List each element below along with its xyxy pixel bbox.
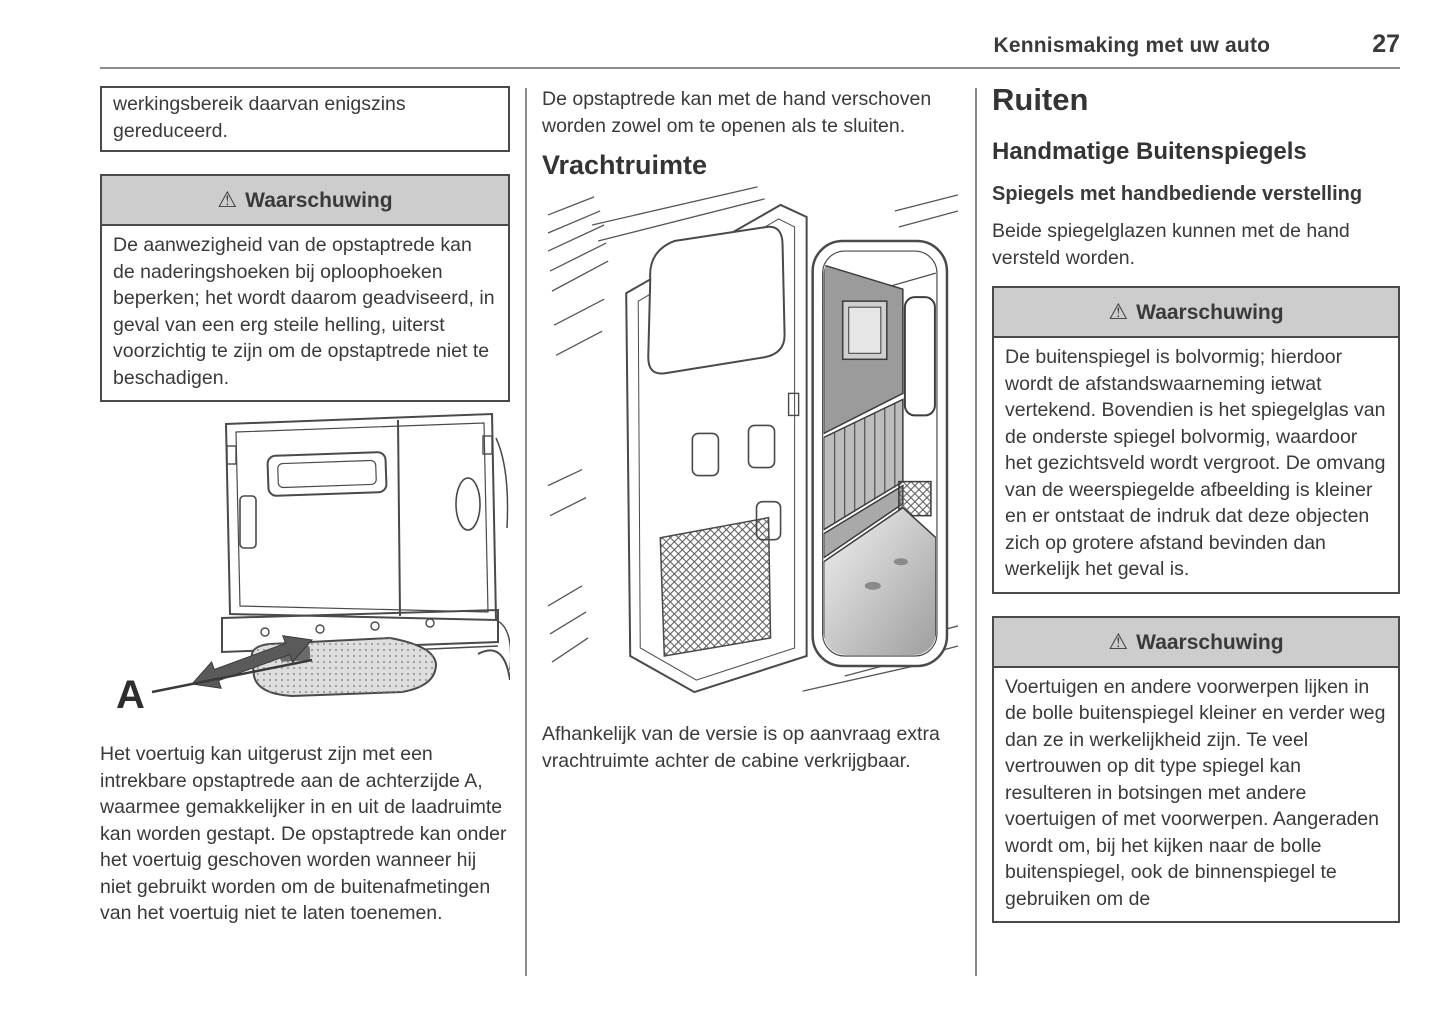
- carryover-warning-box: werkingsbereik daarvan enigszins gereduc…: [100, 86, 510, 152]
- windows-heading: Ruiten: [992, 82, 1089, 117]
- warning-triangle-icon: ⚠: [1108, 628, 1129, 654]
- warning-box-header: ⚠ Waarschuwing: [994, 288, 1398, 338]
- column-left: werkingsbereik daarvan enigszins gereduc…: [100, 86, 512, 976]
- step-paragraph: Het voertuig kan uitgerust zijn met een …: [100, 743, 507, 924]
- slide-direction-arrow: [191, 635, 313, 689]
- figure-cargo-door: [542, 183, 960, 708]
- warning-text: De buitenspiegel is bolvormig; hierdoor …: [1005, 346, 1386, 580]
- warning-box-mirror-convex: ⚠ Waarschuwing De buitenspiegel is bolvor…: [992, 286, 1400, 594]
- warning-triangle-icon: ⚠: [1108, 299, 1129, 324]
- mirrors-lead: Spiegels met handbediende verstelling: [992, 183, 1363, 205]
- cargo-area-illustration: [547, 186, 959, 694]
- warning-box-mirror-distance: ⚠ Waarschuwing Voertuigen en andere voorw…: [992, 615, 1400, 923]
- mirrors-intro: Beide spiegelglazen kunnen met de hand v…: [992, 220, 1350, 269]
- running-header-title: Kennismaking met uw auto: [993, 34, 1271, 57]
- warning-title: Waarschuwing: [1136, 630, 1284, 654]
- manual-mirrors-heading: Handmatige Buitenspiegels: [992, 138, 1307, 165]
- warning-box-header: ⚠ Waarschuwing: [102, 176, 508, 226]
- column-middle: De opstaptrede kan met de hand verschove…: [542, 86, 960, 976]
- page-header: Kennismaking met uw auto 27: [100, 30, 1401, 67]
- warning-box-body: De buitenspiegel is bolvormig; hierdoor …: [994, 338, 1398, 592]
- warning-triangle-icon: ⚠: [217, 187, 238, 212]
- header-rule: [100, 67, 1400, 69]
- warning-title: Waarschuwing: [1136, 301, 1284, 324]
- column-divider-right: [975, 88, 977, 976]
- carryover-text: werkingsbereik daarvan enigszins gereduc…: [113, 93, 406, 142]
- cargo-heading: Vrachtruimte: [542, 150, 708, 180]
- warning-text: De aanwezigheid van de opstaptrede kan d…: [113, 234, 495, 389]
- page-number: 27: [1372, 30, 1400, 58]
- column-divider-left: [525, 88, 527, 976]
- warning-box-body: Voertuigen en andere voorwerpen lijken i…: [994, 668, 1398, 922]
- warning-text: Voertuigen en andere voorwerpen lijken i…: [1005, 675, 1386, 910]
- three-column-layout: werkingsbereik daarvan enigszins gereduc…: [100, 82, 1400, 976]
- column-right: Ruiten Handmatige Buitenspiegels Spiegel…: [992, 82, 1400, 976]
- warning-box-body: De aanwezigheid van de opstaptrede kan d…: [102, 226, 508, 400]
- step-hand-paragraph: De opstaptrede kan met de hand verschove…: [542, 88, 932, 137]
- figure-label-a: A: [116, 673, 145, 717]
- figure-van-rear-step: A: [100, 408, 512, 725]
- van-rear-step-illustration: A: [116, 412, 512, 717]
- warning-title: Waarschuwing: [245, 189, 393, 212]
- cargo-paragraph: Afhankelijk van de versie is op aanvraag…: [542, 723, 940, 772]
- warning-box-header: ⚠ Waarschuwing: [994, 617, 1398, 668]
- warning-box-step: ⚠ Waarschuwing De aanwezigheid van de ops…: [100, 174, 510, 402]
